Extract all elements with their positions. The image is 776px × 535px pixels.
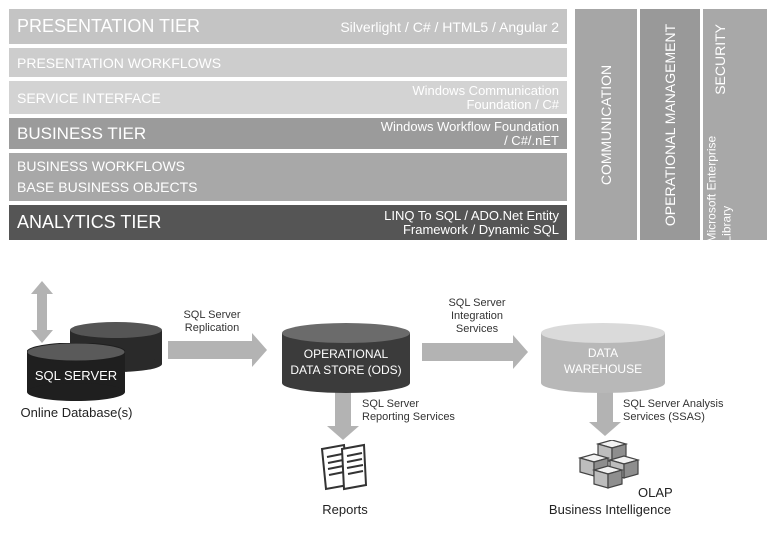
analysis-line1: SQL Server Analysis [623,398,724,410]
analysis-caption: SQL Server Analysis Services (SSAS) [623,398,743,424]
reporting-arrow [327,392,359,440]
analytics-tier-label: ANALYTICS TIER [17,212,162,232]
security-column: SECURITY Microsoft Enterprise Library [703,9,767,243]
presentation-tier-bar: PRESENTATION TIER Silverlight / C# / HTM… [9,9,567,44]
olap-cube-icon [577,440,641,489]
data-warehouse-label: DATA WAREHOUSE [541,345,665,377]
sync-double-arrow [31,281,53,343]
analysis-arrow [589,392,621,436]
business-tier-tech-line2: / C#/.nET [504,132,559,148]
replication-arrow [168,333,267,367]
sql-server-label: SQL SERVER [34,368,118,383]
sql-server-cylinder: SQL SERVER [27,343,125,401]
reports-icon [320,443,368,491]
ods-cylinder: OPERATIONAL DATA STORE (ODS) [282,323,410,393]
business-tier-tech: Windows Workflow Foundation / C#/.nET [380,118,559,148]
analysis-line2: Services (SSAS) [623,411,705,423]
integration-caption: SQL Server Integration Services [432,297,522,336]
business-workflows-bar: BUSINESS WORKFLOWS BASE BUSINESS OBJECTS [9,153,567,201]
communication-column: COMMUNICATION [575,9,637,240]
presentation-tier-label: PRESENTATION TIER [17,16,201,36]
business-tier-tech-line1: Windows Workflow Foundation [380,118,559,134]
reporting-line2: Reporting Services [362,411,455,423]
integration-line2: Integration [451,310,503,322]
integration-line1: SQL Server [448,297,506,309]
data-warehouse-line2: WAREHOUSE [563,362,643,376]
presentation-workflows-bar: PRESENTATION WORKFLOWS [9,48,567,77]
analytics-tier-tech: LINQ To SQL / ADO.Net Entity Framework /… [384,207,559,237]
business-workflows-label: BUSINESS WORKFLOWS [17,158,186,174]
service-interface-tech-line2: Foundation / C# [466,96,559,112]
analytics-tier-bar: ANALYTICS TIER LINQ To SQL / ADO.Net Ent… [9,205,567,240]
ods-label-line2: DATA STORE (ODS) [290,363,402,377]
presentation-tier-tech: Silverlight / C# / HTML5 / Angular 2 [340,18,559,35]
olap-label: OLAP [638,485,673,500]
replication-line2: Replication [184,322,240,334]
business-tier-bar: BUSINESS TIER Windows Workflow Foundatio… [9,118,567,149]
replication-line1: SQL Server [183,309,241,321]
ods-label: OPERATIONAL DATA STORE (ODS) [282,346,410,378]
service-interface-tech: Windows Communication Foundation / C# [412,82,559,112]
reporting-caption: SQL Server Reporting Services [362,398,472,424]
service-interface-bar: SERVICE INTERFACE Windows Communication … [9,81,567,114]
reporting-line1: SQL Server [362,398,420,410]
integration-line3: Services [455,323,499,335]
reports-label: Reports [322,502,368,517]
analytics-tier-tech-line2: Framework / Dynamic SQL [402,221,559,237]
base-business-objects-label: BASE BUSINESS OBJECTS [17,179,198,195]
service-interface-tech-line1: Windows Communication [412,82,559,98]
analytics-tier-tech-line1: LINQ To SQL / ADO.Net Entity [384,207,559,223]
replication-caption: SQL Server Replication [172,309,252,335]
operational-management-column: OPERATIONAL MANAGEMENT [640,9,700,240]
service-interface-label: SERVICE INTERFACE [17,89,161,106]
ods-label-line1: OPERATIONAL [303,347,389,361]
business-tier-label: BUSINESS TIER [17,123,147,143]
integration-arrow [422,335,528,369]
data-warehouse-line1: DATA [587,346,619,360]
online-databases-caption: Online Database(s) [20,405,133,420]
data-warehouse-cylinder: DATA WAREHOUSE [541,323,665,393]
presentation-workflows-label: PRESENTATION WORKFLOWS [17,54,222,71]
business-intelligence-label: Business Intelligence [548,502,672,517]
